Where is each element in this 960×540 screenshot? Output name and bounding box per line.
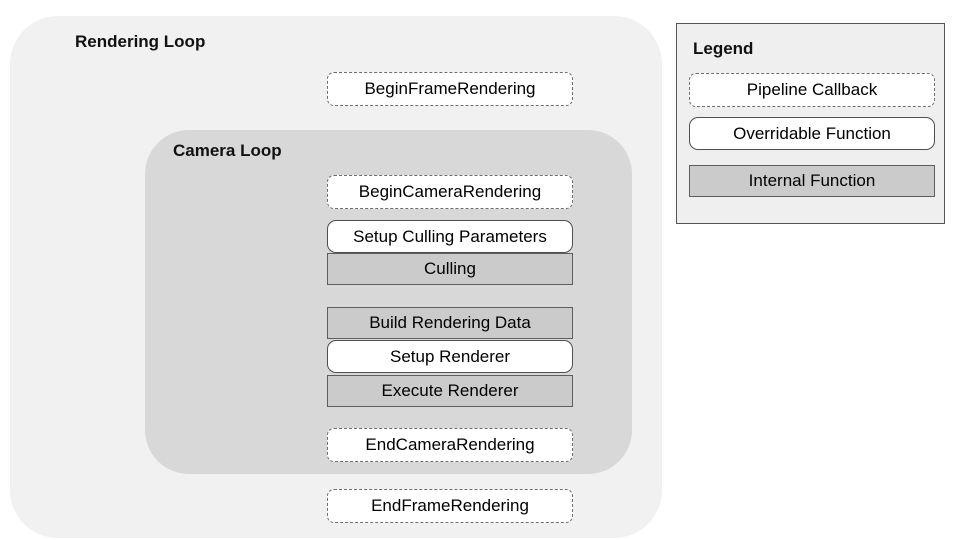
legend-panel: Legend Pipeline Callback Overridable Fun…	[676, 23, 945, 224]
node-begin-frame-rendering: BeginFrameRendering	[327, 72, 573, 106]
node-execute-renderer: Execute Renderer	[327, 375, 573, 407]
camera-loop-label: Camera Loop	[173, 141, 282, 160]
node-setup-renderer: Setup Renderer	[327, 340, 573, 373]
node-begin-camera-rendering: BeginCameraRendering	[327, 175, 573, 209]
legend-item-overridable-function: Overridable Function	[689, 117, 935, 150]
legend-title: Legend	[693, 39, 754, 58]
node-build-rendering-data: Build Rendering Data	[327, 307, 573, 339]
node-setup-culling-parameters: Setup Culling Parameters	[327, 220, 573, 253]
node-culling: Culling	[327, 253, 573, 285]
legend-item-internal-function: Internal Function	[689, 165, 935, 197]
rendering-loop-label: Rendering Loop	[75, 32, 206, 51]
node-end-frame-rendering: EndFrameRendering	[327, 489, 573, 523]
legend-item-pipeline-callback: Pipeline Callback	[689, 73, 935, 107]
node-end-camera-rendering: EndCameraRendering	[327, 428, 573, 462]
